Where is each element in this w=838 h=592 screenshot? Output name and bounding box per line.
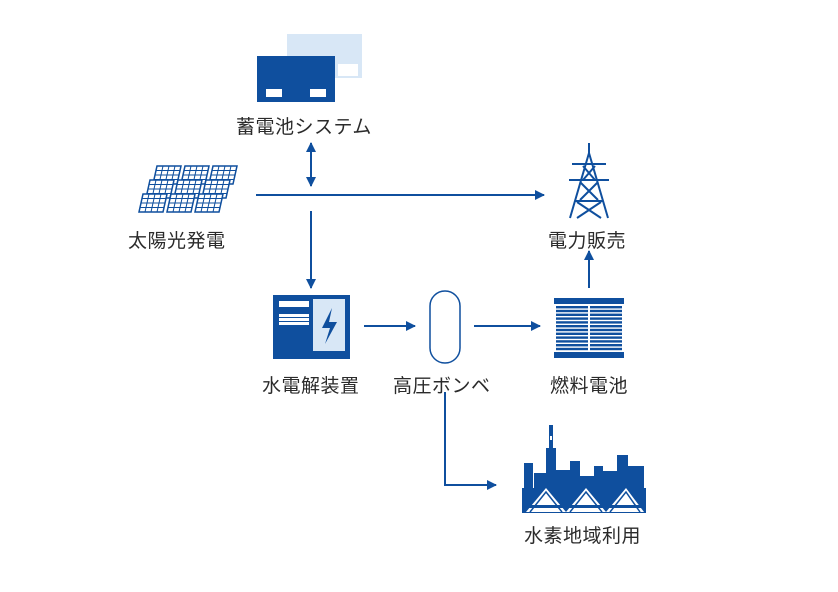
grid-label: 電力販売 — [548, 230, 627, 252]
fuelcell-plate — [590, 321, 622, 324]
fuelcell-plate — [590, 344, 622, 347]
fuelcell-plate — [556, 317, 588, 320]
fuelcell-plate — [590, 328, 622, 332]
cylinder-to-city-arrow — [444, 392, 497, 490]
solar-panel — [194, 193, 224, 213]
fuelcell-label: 燃料電池 — [550, 375, 629, 397]
fuelcell-plate — [590, 332, 622, 335]
fuelcell-plate — [590, 336, 622, 339]
cylinder-label: 高圧ボンベ — [393, 375, 491, 397]
battery-label: 蓄電池システム — [236, 116, 372, 138]
fuelcell-plate — [556, 340, 588, 343]
fuelcell-plate — [556, 328, 588, 332]
fuelcell-plate — [590, 317, 622, 320]
city-skyline-icon — [522, 425, 646, 513]
fuelcell-plate — [590, 309, 622, 313]
fuelcell-plate — [556, 347, 588, 351]
city-label: 水素地域利用 — [524, 525, 642, 547]
connectors — [256, 142, 594, 490]
fuelcell-plate — [590, 313, 622, 316]
battery-system-icon — [257, 34, 362, 102]
solar-panel — [138, 193, 168, 213]
fuelcell-plate — [590, 340, 622, 343]
solar-panel-icon — [138, 165, 238, 213]
fuelcell-plate — [556, 325, 588, 328]
fuelcell-plate — [590, 325, 622, 328]
fuelcell-plate — [590, 347, 622, 351]
solar-panel — [166, 193, 196, 213]
fuelcell-plate — [556, 336, 588, 339]
power-tower-icon — [569, 143, 609, 219]
fuelcell-plate — [556, 332, 588, 335]
gas-cylinder-icon — [429, 290, 461, 364]
fuelcell-plate — [556, 313, 588, 316]
fuelcell-plate — [556, 344, 588, 347]
fuelcell-plate — [556, 321, 588, 324]
fuelcell-plate — [590, 306, 622, 309]
fuelcell-plate — [556, 306, 588, 309]
solar-label: 太陽光発電 — [128, 230, 226, 252]
fuel-cell-icon — [554, 298, 624, 358]
fuelcell-plate — [556, 309, 588, 313]
electrolyzer-label: 水電解装置 — [262, 375, 360, 397]
electrolyzer-icon — [273, 295, 350, 359]
